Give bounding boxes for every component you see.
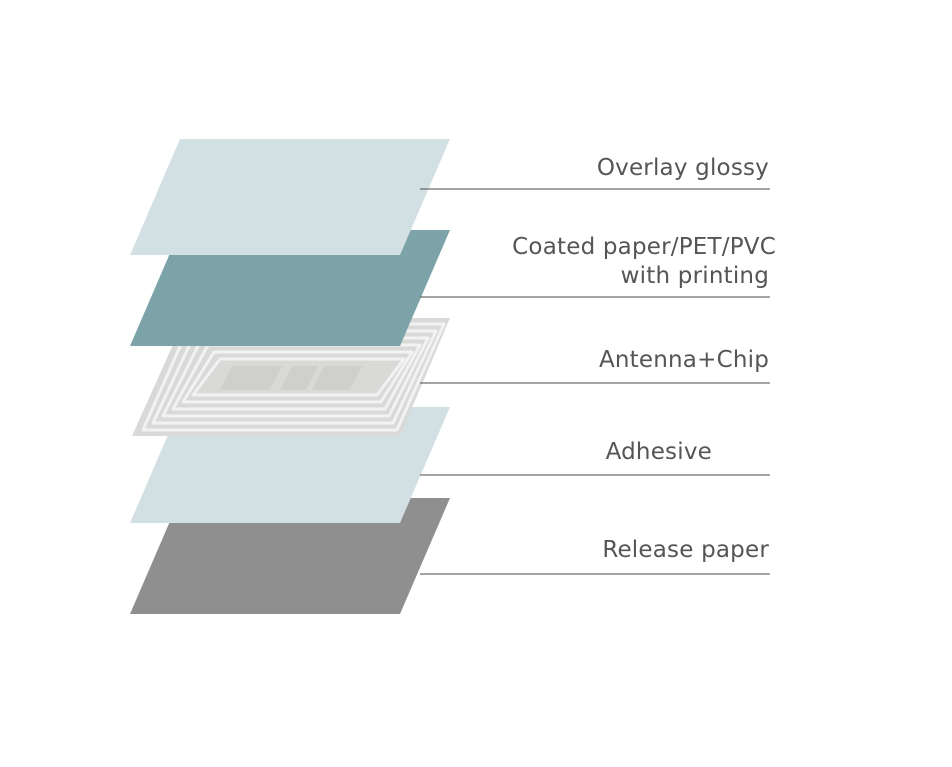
layer-coated-paper: [130, 230, 450, 346]
chip-left-pad: [220, 366, 282, 390]
layer-release-paper: [130, 498, 450, 614]
label-adhesive: Adhesive: [606, 439, 712, 465]
layer-overlay-glossy: [130, 139, 450, 255]
label-overlay-glossy: Overlay glossy: [597, 155, 769, 181]
label-release-paper: Release paper: [602, 537, 769, 563]
leader-lines: [420, 188, 770, 575]
chip-center: [280, 366, 318, 390]
chip-right-pad: [312, 366, 362, 390]
label-coated-paper-line2: with printing: [621, 263, 769, 289]
label-coated-paper-line1: Coated paper/PET/PVC: [512, 234, 776, 260]
label-antenna-chip: Antenna+Chip: [599, 347, 769, 373]
